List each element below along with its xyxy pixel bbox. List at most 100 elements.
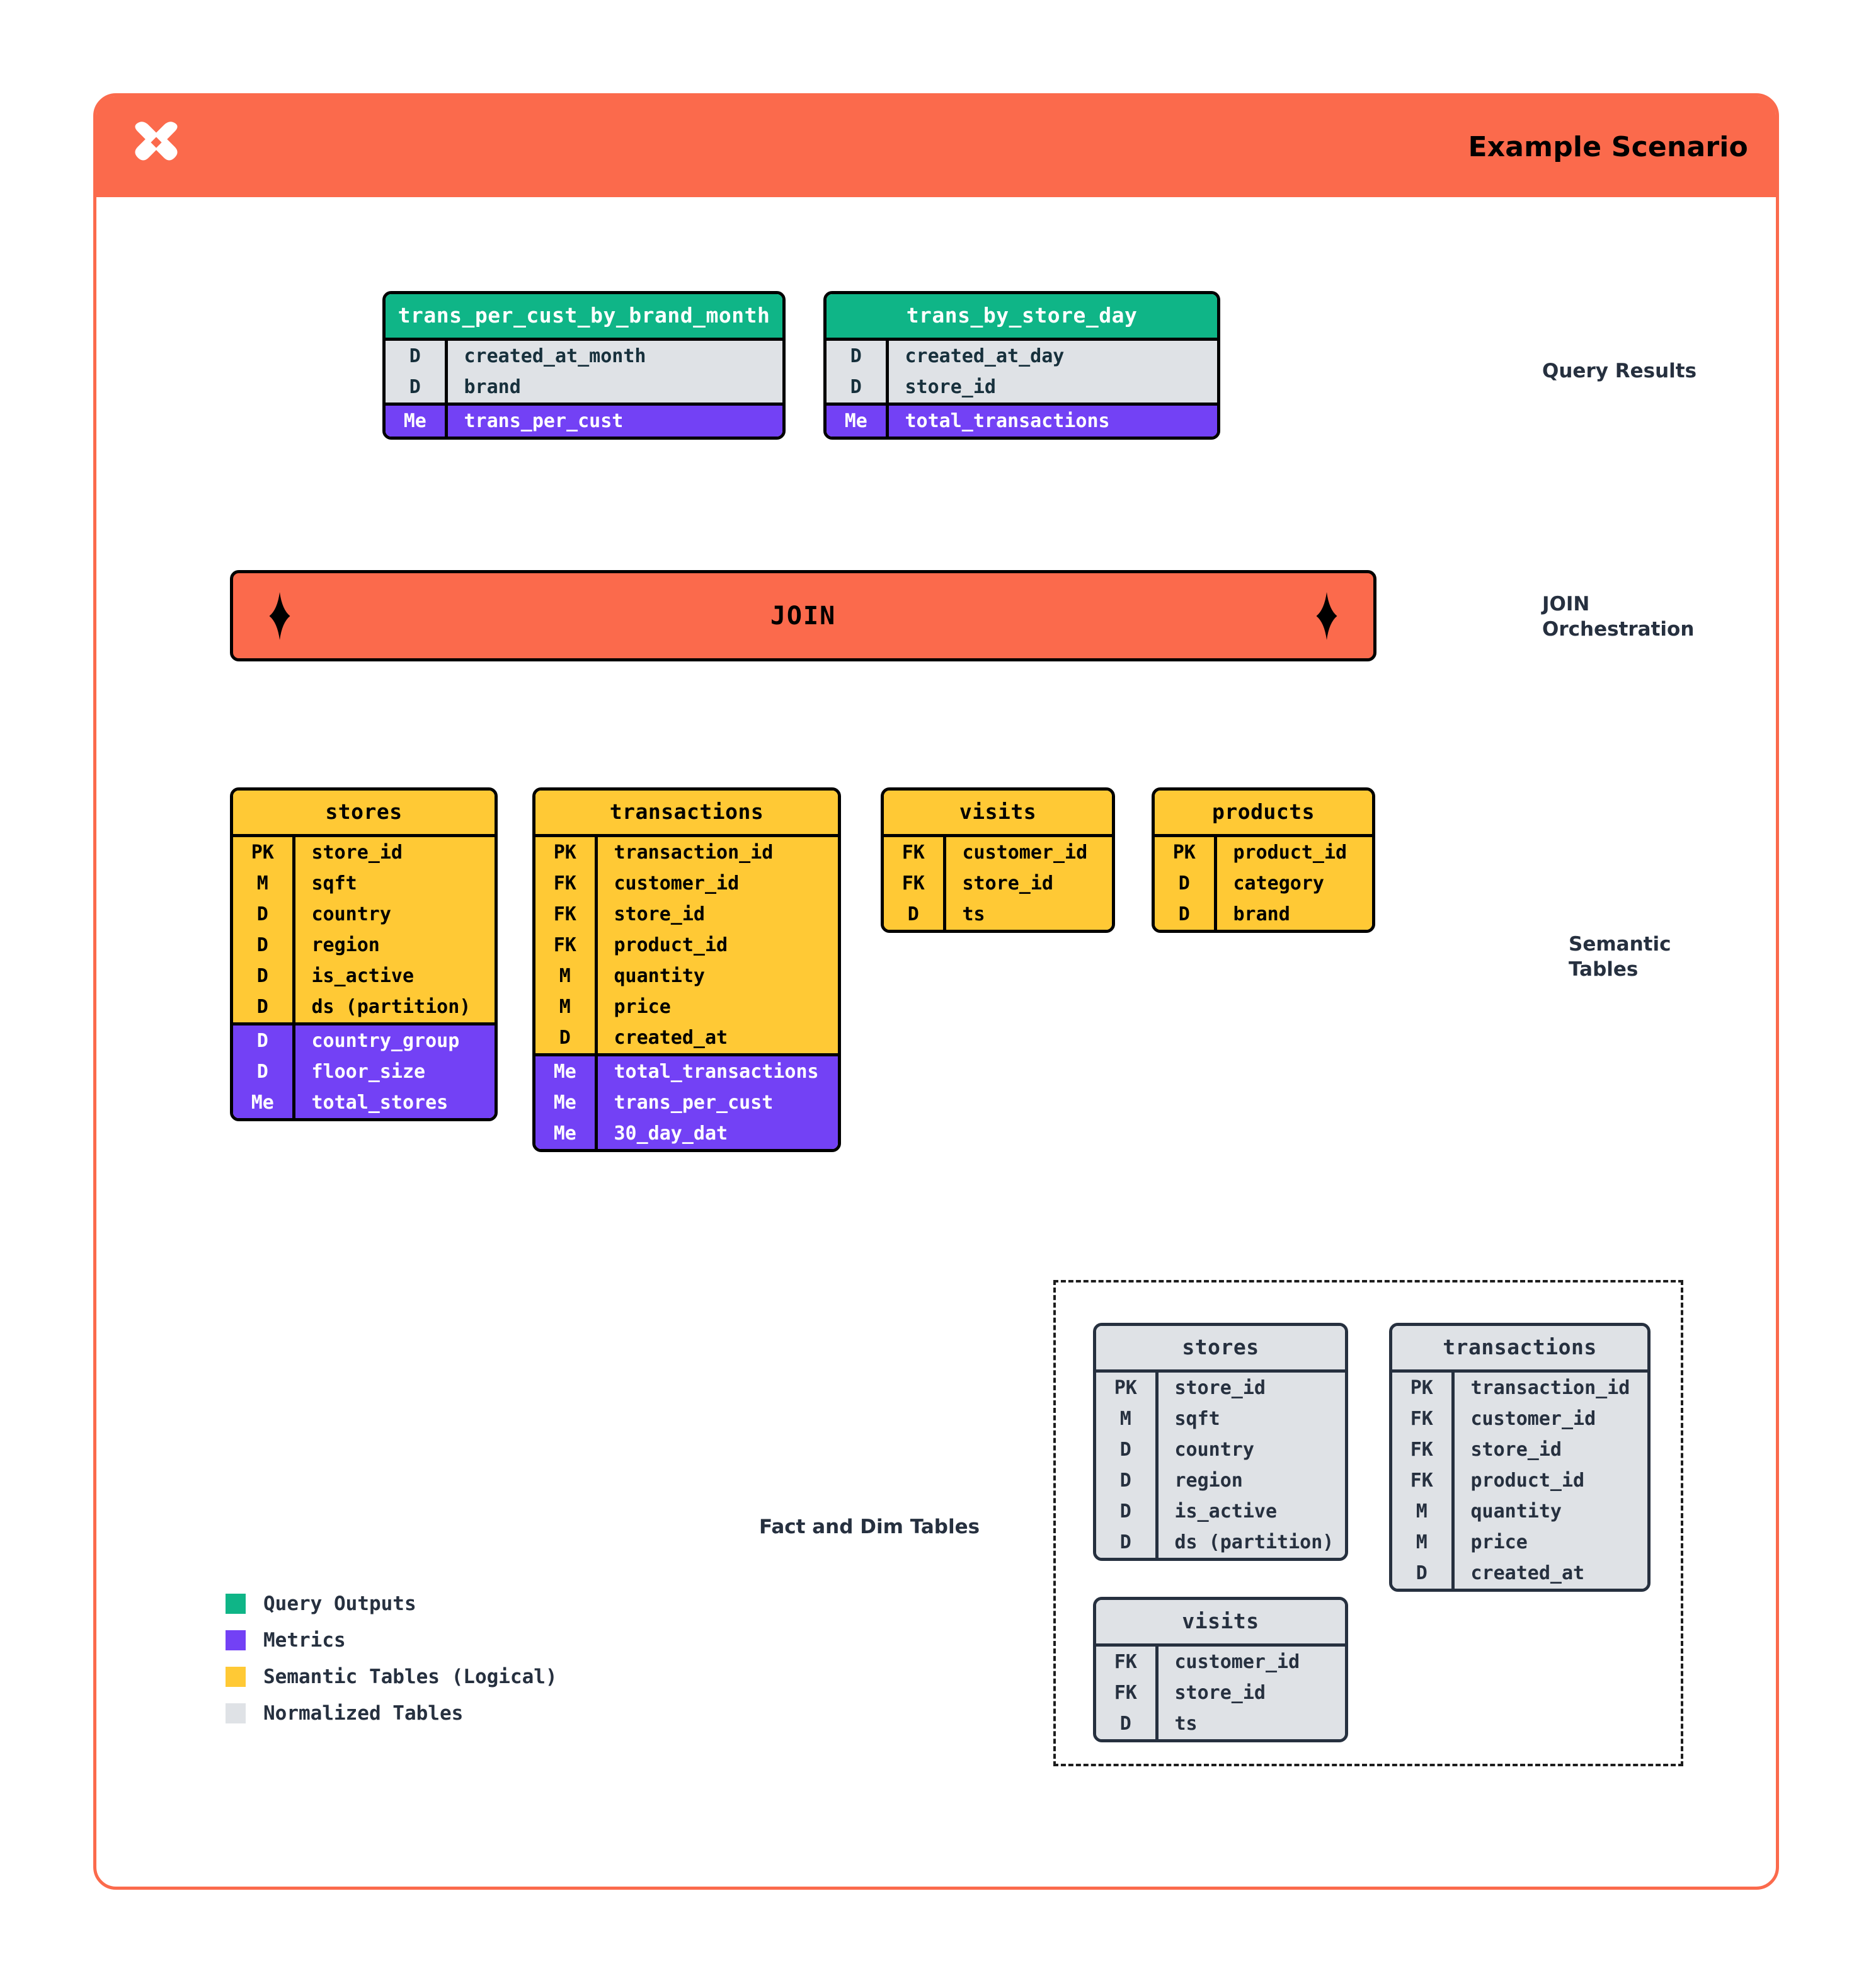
fact-and-dim-container xyxy=(1053,1280,1683,1766)
table-row: D created_at_month xyxy=(386,339,782,372)
row-field: store_id xyxy=(311,842,403,864)
row-field: customer_id xyxy=(1174,1651,1300,1673)
legend-swatch xyxy=(226,1703,246,1723)
legend-label: Query Outputs xyxy=(263,1592,416,1615)
row-tag: Me xyxy=(386,404,448,437)
row-tag: D xyxy=(233,930,295,961)
query-result-table-1[interactable]: trans_per_cust_by_brand_month D created_… xyxy=(382,291,786,440)
row-tag: D xyxy=(1392,1558,1455,1589)
row-field: country_group xyxy=(311,1030,460,1052)
row-field: brand xyxy=(1233,903,1290,925)
row-field: quantity xyxy=(1470,1500,1562,1522)
annotation-query-results: Query Results xyxy=(1542,360,1697,382)
row-tag: D xyxy=(1096,1465,1159,1496)
row-field: product_id xyxy=(614,934,728,956)
table-row: D store_id xyxy=(827,372,1217,403)
row-field: customer_id xyxy=(614,872,740,894)
row-field: store_id xyxy=(1174,1682,1266,1704)
legend-label: Metrics xyxy=(263,1629,346,1652)
join-orchestration-bar[interactable]: JOIN xyxy=(230,570,1376,661)
legend-label: Normalized Tables xyxy=(263,1702,464,1725)
table-row: D brand xyxy=(386,372,782,403)
join-label: JOIN xyxy=(770,601,837,631)
table-title: stores xyxy=(233,791,495,834)
legend-item: Query Outputs xyxy=(226,1592,558,1615)
x-star-logo-icon xyxy=(135,122,178,161)
row-tag: M xyxy=(535,961,598,991)
table-row: FK store_id xyxy=(1096,1677,1345,1708)
row-tag: Me xyxy=(535,1054,598,1087)
row-field: region xyxy=(311,934,380,956)
row-tag: FK xyxy=(1392,1434,1455,1465)
row-tag: D xyxy=(1096,1434,1159,1465)
annotation-line-2: Orchestration xyxy=(1542,617,1695,641)
row-field: country xyxy=(311,903,391,925)
table-title: products xyxy=(1155,791,1372,834)
table-title: transactions xyxy=(1392,1326,1647,1369)
row-tag: PK xyxy=(1155,835,1217,868)
row-field: ts xyxy=(962,903,985,925)
legend-item: Normalized Tables xyxy=(226,1702,558,1725)
row-tag: FK xyxy=(1096,1677,1159,1708)
query-result-table-2[interactable]: trans_by_store_day D created_at_day D st… xyxy=(823,291,1220,440)
row-tag: D xyxy=(1096,1527,1159,1558)
row-field: region xyxy=(1174,1470,1243,1492)
row-tag: M xyxy=(233,868,295,899)
sparkle-icon xyxy=(269,591,290,640)
table-title: stores xyxy=(1096,1326,1345,1369)
row-tag: M xyxy=(1392,1527,1455,1558)
row-field: sqft xyxy=(1174,1408,1220,1430)
row-tag: D xyxy=(233,1056,295,1087)
row-tag: D xyxy=(386,372,448,403)
metric-rows: Me total_transactions xyxy=(827,403,1217,437)
table-row: FK customer_id xyxy=(1096,1645,1345,1677)
row-field: is_active xyxy=(311,965,415,987)
row-field: sqft xyxy=(311,872,357,894)
row-tag: D xyxy=(233,991,295,1022)
legend: Query Outputs Metrics Semantic Tables (L… xyxy=(226,1592,558,1739)
row-tag: FK xyxy=(1392,1465,1455,1496)
row-field: trans_per_cust xyxy=(464,410,624,432)
row-field: price xyxy=(1470,1531,1528,1553)
row-field: customer_id xyxy=(962,842,1088,864)
row-tag: FK xyxy=(1096,1645,1159,1677)
row-field: quantity xyxy=(614,965,706,987)
row-field: total_transactions xyxy=(614,1061,819,1083)
legend-swatch xyxy=(226,1667,246,1687)
diagram-header: Example Scenario xyxy=(96,96,1776,197)
table-title: visits xyxy=(1096,1600,1345,1643)
row-field: category xyxy=(1233,872,1325,894)
row-field: brand xyxy=(464,376,521,398)
sparkle-icon xyxy=(1316,591,1337,640)
